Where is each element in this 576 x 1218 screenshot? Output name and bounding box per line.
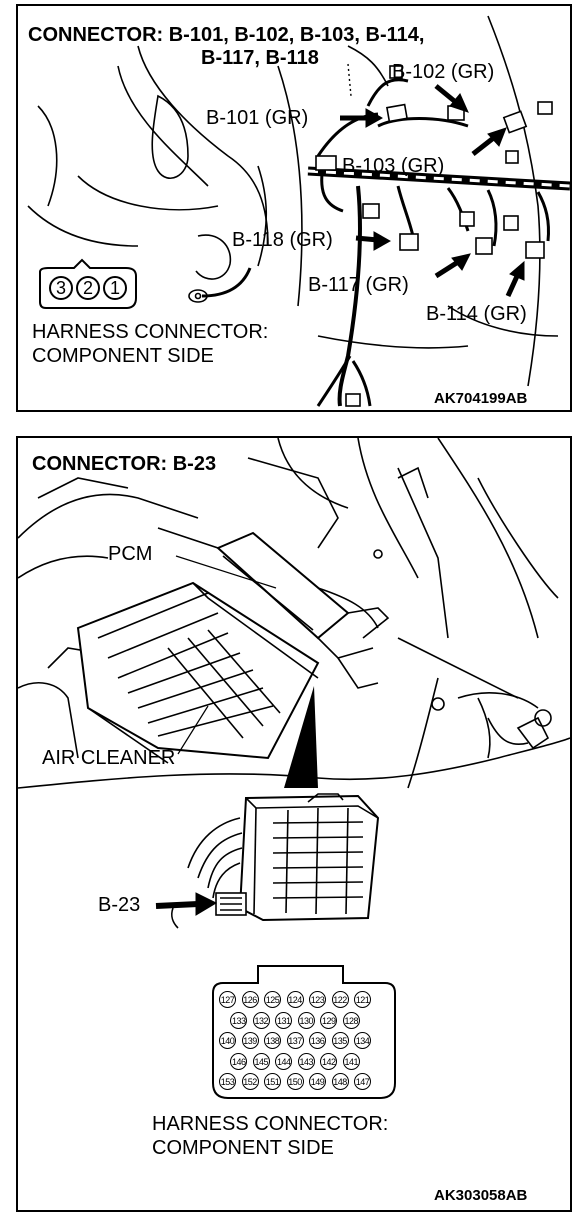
pin-144: 144 bbox=[275, 1052, 293, 1070]
pin-142: 142 bbox=[320, 1052, 338, 1070]
pin-130: 130 bbox=[297, 1011, 315, 1029]
label-b117: B-117 (GR) bbox=[308, 274, 409, 296]
harness-label-line1: HARNESS CONNECTOR: bbox=[32, 321, 269, 343]
pin-127: 127 bbox=[219, 991, 236, 1008]
pin-128: 128 bbox=[342, 1011, 360, 1029]
pin-153: 153 bbox=[219, 1073, 236, 1090]
pin-151: 151 bbox=[264, 1073, 281, 1090]
pin-131: 131 bbox=[275, 1011, 293, 1029]
harness-label-line2: COMPONENT SIDE bbox=[32, 345, 214, 367]
connector-diagram-panel-b23: CONNECTOR: B-23 PCM AIR CLEANER B-23 127… bbox=[16, 436, 572, 1212]
pin-136: 136 bbox=[309, 1032, 326, 1049]
harness-label-line1: HARNESS CONNECTOR: bbox=[152, 1113, 389, 1135]
harness-label-line2: COMPONENT SIDE bbox=[152, 1137, 334, 1159]
engine-bay-illustration-2 bbox=[18, 438, 570, 1099]
pin-137: 137 bbox=[286, 1032, 304, 1049]
pin-134: 134 bbox=[354, 1032, 371, 1049]
panel1-title-line1: CONNECTOR: B-101, B-102, B-103, B-114, bbox=[28, 24, 425, 46]
pin-152: 152 bbox=[241, 1073, 259, 1090]
pin-133: 133 bbox=[230, 1011, 248, 1029]
pin-140: 140 bbox=[219, 1032, 236, 1049]
pin-145: 145 bbox=[252, 1052, 270, 1070]
pin-132: 132 bbox=[252, 1011, 270, 1029]
pin-122: 122 bbox=[331, 991, 349, 1008]
pin-143: 143 bbox=[297, 1052, 315, 1070]
pin-1: 1 bbox=[103, 276, 127, 300]
label-b103: B-103 (GR) bbox=[342, 155, 445, 177]
label-pcm: PCM bbox=[108, 543, 153, 565]
pin-123: 123 bbox=[309, 991, 326, 1008]
panel2-title: CONNECTOR: B-23 bbox=[32, 453, 217, 475]
connector-diagram-panel-b101-group: CONNECTOR: B-101, B-102, B-103, B-114, B… bbox=[16, 4, 572, 412]
pin-124: 124 bbox=[286, 991, 304, 1008]
label-b101: B-101 (GR) bbox=[206, 107, 309, 129]
pin-3: 3 bbox=[49, 276, 73, 300]
pin-129: 129 bbox=[320, 1011, 338, 1029]
label-b118: B-118 (GR) bbox=[232, 229, 333, 251]
pin-150: 150 bbox=[286, 1073, 304, 1090]
pin-146: 146 bbox=[230, 1052, 248, 1070]
pin-126: 126 bbox=[241, 991, 259, 1008]
pin-138: 138 bbox=[264, 1032, 281, 1049]
pin-147: 147 bbox=[354, 1073, 371, 1090]
pin-2: 2 bbox=[76, 276, 100, 300]
label-b114: B-114 (GR) bbox=[426, 303, 527, 325]
label-air-cleaner: AIR CLEANER bbox=[42, 747, 176, 769]
label-b23: B-23 bbox=[98, 894, 141, 916]
panel1-title-line2: B-117, B-118 bbox=[201, 47, 319, 69]
pin-149: 149 bbox=[309, 1073, 326, 1090]
pin-139: 139 bbox=[241, 1032, 259, 1049]
pin-135: 135 bbox=[331, 1032, 349, 1049]
figure-code: AK303058AB bbox=[434, 1187, 528, 1204]
pin-141: 141 bbox=[342, 1052, 360, 1070]
pin-121: 121 bbox=[354, 991, 371, 1008]
label-b102: B-102 (GR) bbox=[392, 61, 495, 83]
pin-148: 148 bbox=[331, 1073, 349, 1090]
figure-code: AK704199AB bbox=[434, 390, 528, 407]
pin-125: 125 bbox=[264, 991, 281, 1008]
